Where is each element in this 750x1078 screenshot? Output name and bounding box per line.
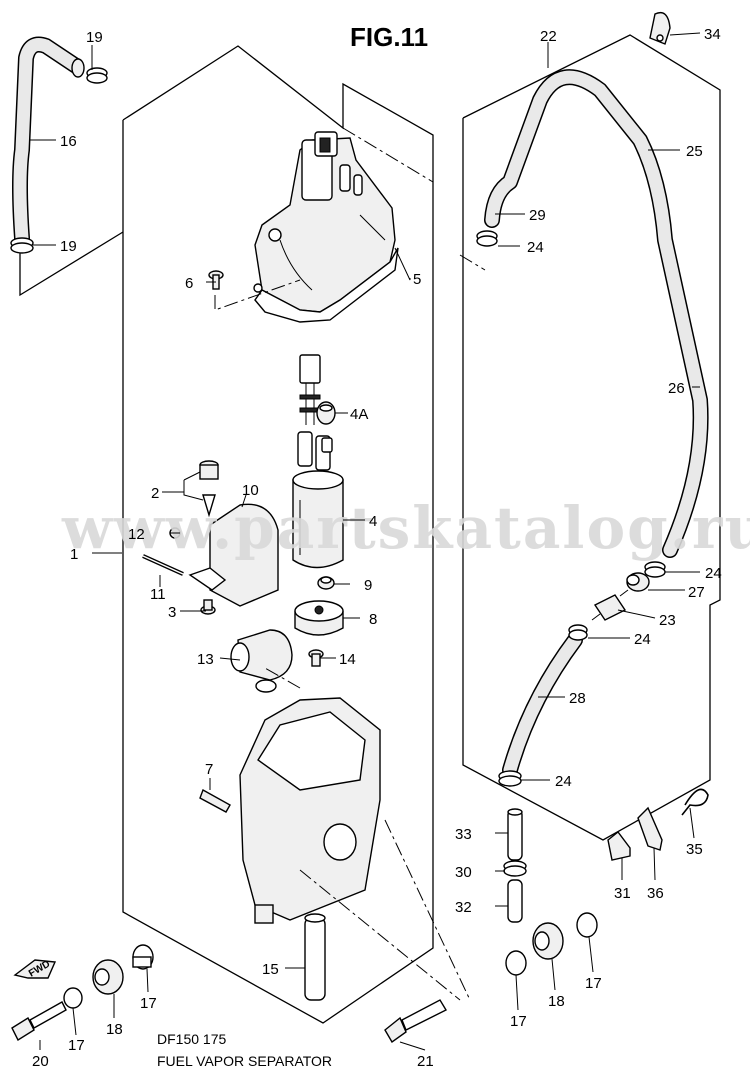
callout-9: 9 xyxy=(364,577,372,594)
pipe-32 xyxy=(507,879,523,923)
callout-8: 8 xyxy=(369,611,377,628)
callout-17b: 17 xyxy=(140,995,157,1012)
grommet-18-right xyxy=(532,922,564,960)
clamp-24-low xyxy=(568,624,588,641)
pump-harness xyxy=(299,354,321,425)
callout-12: 12 xyxy=(128,526,145,543)
screw-14 xyxy=(308,649,324,667)
callout-21: 21 xyxy=(417,1053,434,1070)
hose-25-26 xyxy=(484,69,709,558)
callout-19b: 19 xyxy=(60,238,77,255)
collar-17-right-low xyxy=(505,950,527,976)
clamp-24-mid xyxy=(644,561,666,578)
callout-4: 4 xyxy=(369,513,377,530)
sleeve-31 xyxy=(607,831,631,861)
callout-24d: 24 xyxy=(555,773,572,790)
callout-11: 11 xyxy=(150,586,166,603)
callout-5: 5 xyxy=(413,271,421,288)
bolt-21 xyxy=(384,999,447,1044)
clamp-30 xyxy=(503,860,527,877)
callout-24a: 24 xyxy=(527,239,544,256)
callout-24b: 24 xyxy=(705,565,722,582)
grommet-18-left xyxy=(92,959,124,995)
pressure-regulator-13 xyxy=(230,629,293,693)
fwd-arrow: FWD xyxy=(13,959,57,980)
bolt-20 xyxy=(11,1001,67,1042)
callout-16: 16 xyxy=(60,133,77,150)
callout-23: 23 xyxy=(659,612,676,629)
callout-25: 25 xyxy=(686,143,703,160)
check-valve-23 xyxy=(591,589,629,621)
pump-filter-4a xyxy=(316,401,336,425)
callout-7: 7 xyxy=(205,761,213,778)
fuel-pump-4 xyxy=(292,431,344,569)
pin-11 xyxy=(142,554,184,576)
callout-24c: 24 xyxy=(634,631,651,648)
clamp-24-bottom xyxy=(498,770,522,787)
callout-17c: 17 xyxy=(510,1013,527,1030)
clamp-24-top xyxy=(476,230,498,247)
callout-28: 28 xyxy=(569,690,586,707)
pump-holder-8 xyxy=(294,600,344,636)
grommet-9 xyxy=(317,576,335,590)
collar-17-left xyxy=(132,944,154,970)
callout-19a: 19 xyxy=(86,29,103,46)
callout-3: 3 xyxy=(168,604,176,621)
hose-assembly-frame xyxy=(462,34,721,841)
leader-lines xyxy=(30,32,701,1051)
figure-caption: FUEL VAPOR SEPARATOR xyxy=(157,1053,332,1069)
callout-18a: 18 xyxy=(106,1021,123,1038)
callout-35: 35 xyxy=(686,841,703,858)
screw-6 xyxy=(208,270,224,290)
callout-17d: 17 xyxy=(585,975,602,992)
callout-29: 29 xyxy=(529,207,546,224)
hose-16 xyxy=(12,36,85,246)
callout-6: 6 xyxy=(185,275,193,292)
screw-7 xyxy=(199,788,231,813)
grommet-27 xyxy=(626,572,650,592)
pipe-15 xyxy=(304,913,326,1001)
callout-32: 32 xyxy=(455,899,472,916)
washer-17-left xyxy=(63,987,83,1009)
callout-10: 10 xyxy=(242,482,259,499)
pump-cover-10 xyxy=(188,503,279,607)
callout-36: 36 xyxy=(647,885,664,902)
callout-22: 22 xyxy=(540,28,557,45)
clamp-19-upper xyxy=(86,67,108,84)
callout-labels: 19 16 19 1 2 3 12 11 10 13 6 5 4 4A 9 8 … xyxy=(32,26,722,1070)
callout-34: 34 xyxy=(704,26,721,43)
pipe-33 xyxy=(507,808,523,861)
model-label: DF150 175 xyxy=(157,1031,226,1047)
callout-13: 13 xyxy=(197,651,214,668)
clip-35 xyxy=(681,788,709,816)
main-assembly-frame xyxy=(122,45,434,1024)
callout-1: 1 xyxy=(70,546,78,563)
callout-15: 15 xyxy=(262,961,279,978)
separator-body-1 xyxy=(239,697,381,924)
clamp-19-lower xyxy=(10,237,34,254)
clip-34 xyxy=(649,11,671,45)
hose-28 xyxy=(502,632,583,778)
watermark: www.partskatalog.ru xyxy=(61,494,750,562)
callout-18b: 18 xyxy=(548,993,565,1010)
callout-20: 20 xyxy=(32,1053,49,1070)
bracket-36 xyxy=(637,806,663,851)
callout-17a: 17 xyxy=(68,1037,85,1054)
callout-31: 31 xyxy=(614,885,631,902)
callout-14: 14 xyxy=(339,651,356,668)
screw-3 xyxy=(200,599,216,615)
collar-17-right-high xyxy=(576,912,598,938)
assembly-lines xyxy=(214,254,486,1001)
callout-4a: 4A xyxy=(350,406,368,423)
callout-26: 26 xyxy=(668,380,685,397)
callout-30: 30 xyxy=(455,864,472,881)
callout-2: 2 xyxy=(151,485,159,502)
callout-27: 27 xyxy=(688,584,705,601)
callout-33: 33 xyxy=(455,826,472,843)
separator-cover-5 xyxy=(253,131,399,323)
figure-title: FIG.11 xyxy=(350,22,428,52)
